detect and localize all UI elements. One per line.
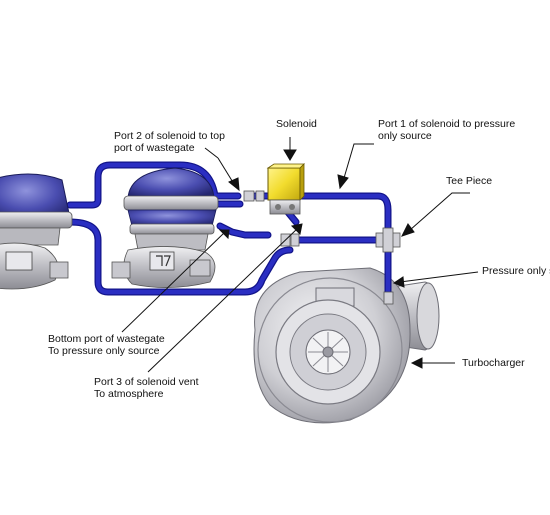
turbocharger xyxy=(253,267,440,424)
wastegate-left xyxy=(0,173,73,290)
bottom-port-arrow xyxy=(121,231,226,333)
wastegate-center xyxy=(111,167,219,288)
tee-piece xyxy=(375,227,401,253)
solenoid xyxy=(266,163,305,215)
bottom-port-label-line1: Bottom port of wastegate xyxy=(48,333,165,345)
pressure-label-text: Pressure only s xyxy=(482,265,550,277)
pressure-label: Pressure only s xyxy=(482,265,550,277)
port2-label: Port 2 of solenoid to top port of wasteg… xyxy=(114,130,225,154)
bottom-port-label: Bottom port of wastegate To pressure onl… xyxy=(48,333,165,357)
solenoid-label-text: Solenoid xyxy=(276,118,317,130)
port3-label-line1: Port 3 of solenoid vent xyxy=(94,376,199,388)
port3-label-line2: To atmosphere xyxy=(94,388,164,400)
bottom-port-label-line2: To pressure only source xyxy=(48,345,160,357)
port3-arrow xyxy=(147,227,299,373)
port3-label: Port 3 of solenoid vent To atmosphere xyxy=(94,376,198,400)
solenoid-label: Solenoid xyxy=(276,118,317,130)
callout-lines xyxy=(121,137,479,373)
port2-label-line1: Port 2 of solenoid to top xyxy=(114,130,225,142)
pressure-arrow xyxy=(399,271,479,283)
tee-label-text: Tee Piece xyxy=(446,175,493,187)
port1-label-line2: only source xyxy=(378,130,432,142)
port1-arrow xyxy=(343,143,374,179)
turbo-label-text: Turbocharger xyxy=(462,357,525,369)
port1-label-line1: Port 1 of solenoid to pressure xyxy=(378,118,516,130)
port2-arrow xyxy=(204,147,219,159)
port1-label: Port 1 of solenoid to pressure only sour… xyxy=(378,118,515,142)
port2-label-line2: port of wastegate xyxy=(114,142,195,154)
turbo-label: Turbocharger xyxy=(462,357,525,369)
tee-label: Tee Piece xyxy=(446,175,492,187)
tee-arrow xyxy=(409,192,470,231)
